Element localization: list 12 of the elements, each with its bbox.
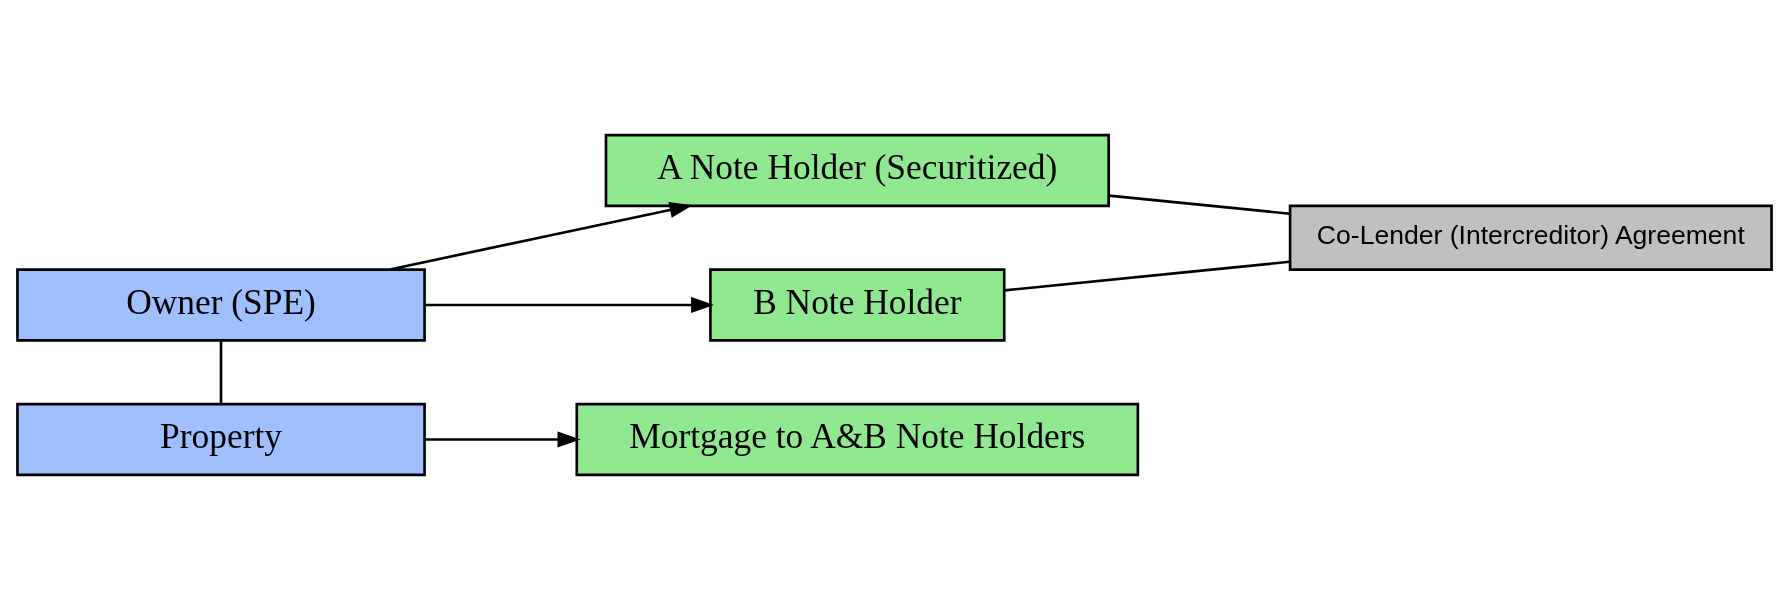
- connector: [219, 340, 223, 404]
- arrow: [424, 296, 715, 314]
- node-box: Owner (SPE): [16, 268, 426, 342]
- connector: [1108, 194, 1290, 216]
- connector: [1004, 260, 1290, 292]
- node-box: B Note Holder: [709, 268, 1006, 342]
- arrow: [424, 431, 581, 448]
- arrow: [389, 202, 693, 271]
- node-box: Mortgage to A&B Note Holders: [575, 402, 1140, 477]
- node-box: A Note Holder (Securitized): [604, 133, 1110, 208]
- node-box: Property: [16, 402, 426, 477]
- node-box: Co-Lender (Intercreditor) Agreement: [1288, 204, 1773, 271]
